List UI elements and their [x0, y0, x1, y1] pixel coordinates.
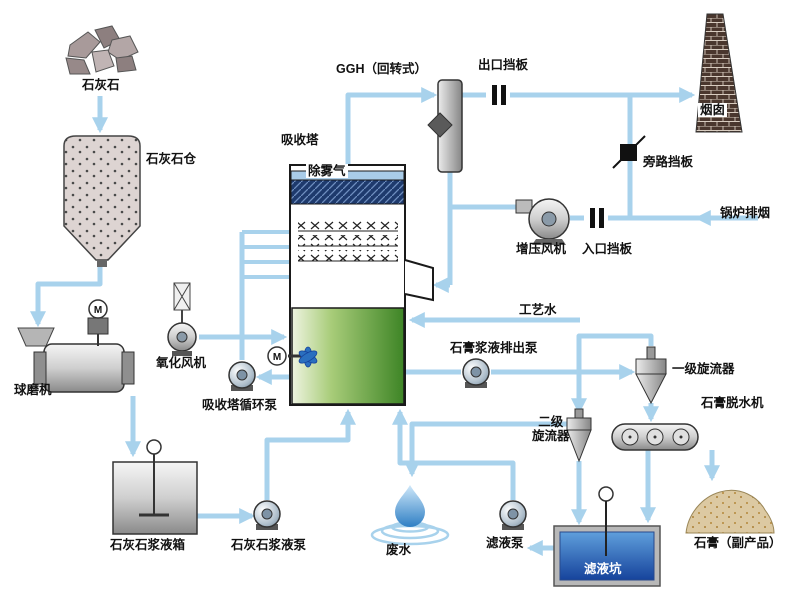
agitator-motor-label: M [273, 352, 281, 363]
label-ball-mill: 球磨机 [14, 383, 52, 397]
label-gypsum-byproduct: 石膏（副产品） [694, 536, 782, 550]
label-booster-fan: 增压风机 [516, 242, 567, 256]
hydrocyclone-stage2 [566, 408, 592, 463]
pipe-slurry-pump-to-tower [264, 408, 357, 500]
ggh-heat-exchanger [427, 79, 463, 173]
label-outlet-damper: 出口挡板 [478, 58, 529, 72]
rupture-disc-icon [173, 282, 191, 311]
ball-mill: M [17, 299, 135, 393]
label-limestone-slurry-tank: 石灰石浆液箱 [110, 538, 186, 552]
limestone-slurry-tank [112, 439, 198, 535]
filtrate-pit [553, 486, 661, 587]
label-oxidation-fan: 氧化风机 [156, 356, 207, 370]
flue-gas-inlet-duct [404, 259, 434, 302]
label-demister: 除雾气 [306, 164, 348, 178]
inlet-damper-icon [584, 206, 608, 230]
limestone-rocks [65, 25, 139, 75]
spray-levels [298, 220, 398, 262]
label-bypass-damper: 旁路挡板 [643, 155, 694, 169]
label-boiler-exhaust: 锅炉排烟 [720, 206, 771, 220]
label-limestone-silo: 石灰石仓 [146, 152, 197, 166]
label-filtrate-pit: 滤液坑 [584, 562, 622, 576]
label-gypsum-slurry-pump: 石膏浆液排出泵 [450, 341, 538, 355]
label-cyclone1: 一级旋流器 [672, 362, 735, 376]
outlet-damper-icon [486, 83, 510, 107]
level-gauge-icon [598, 486, 614, 502]
absorption-tower: M [267, 164, 434, 406]
label-process-water: 工艺水 [519, 303, 557, 317]
limestone-silo [63, 135, 141, 267]
label-circulation-pump: 吸收塔循环泵 [202, 398, 278, 412]
pipe-tower-to-ggh [345, 86, 438, 164]
gypsum-pile [685, 489, 775, 534]
ball-mill-motor [88, 299, 108, 319]
gypsum-dewatering-machine [611, 423, 699, 451]
bypass-damper-icon [612, 135, 646, 169]
chimney [695, 13, 743, 133]
pipe-to-wastewater [403, 421, 567, 478]
label-cyclone2-line2: 旋流器 [532, 429, 570, 443]
pipe-silo-to-ballmill [29, 264, 103, 328]
gypsum-discharge-pump [462, 358, 490, 389]
ball-mill-motor-label: M [94, 305, 102, 316]
label-filtrate-pump: 滤液泵 [486, 536, 524, 550]
agitator-propeller-icon [298, 346, 318, 368]
pipe-filtrate-return [391, 408, 516, 500]
pipe-cyclone1-to-cyclone2 [570, 333, 654, 415]
water-drop-icon [395, 485, 425, 527]
label-cyclone2: 二级 旋流器 [532, 415, 570, 443]
label-inlet-damper: 入口挡板 [582, 242, 633, 256]
limestone-slurry-pump [253, 500, 281, 531]
booster-fan [515, 198, 570, 245]
label-limestone: 石灰石 [82, 78, 120, 92]
label-wastewater: 废水 [386, 543, 412, 557]
label-limestone-slurry-pump: 石灰石浆液泵 [231, 538, 307, 552]
label-absorption-tower: 吸收塔 [281, 133, 319, 147]
label-gypsum-dewatering: 石膏脱水机 [701, 396, 764, 410]
wastewater-symbol [370, 485, 450, 546]
oxidation-fan [167, 282, 197, 356]
circulation-pump [228, 361, 256, 392]
label-cyclone2-line1: 二级 [538, 415, 564, 429]
agitator-motor [267, 346, 287, 366]
label-chimney: 烟囱 [698, 103, 728, 117]
hydrocyclone-stage1 [635, 346, 667, 405]
label-ggh: GGH（回转式） [336, 62, 427, 76]
demister-band [290, 179, 405, 205]
filtrate-pump [499, 500, 527, 531]
